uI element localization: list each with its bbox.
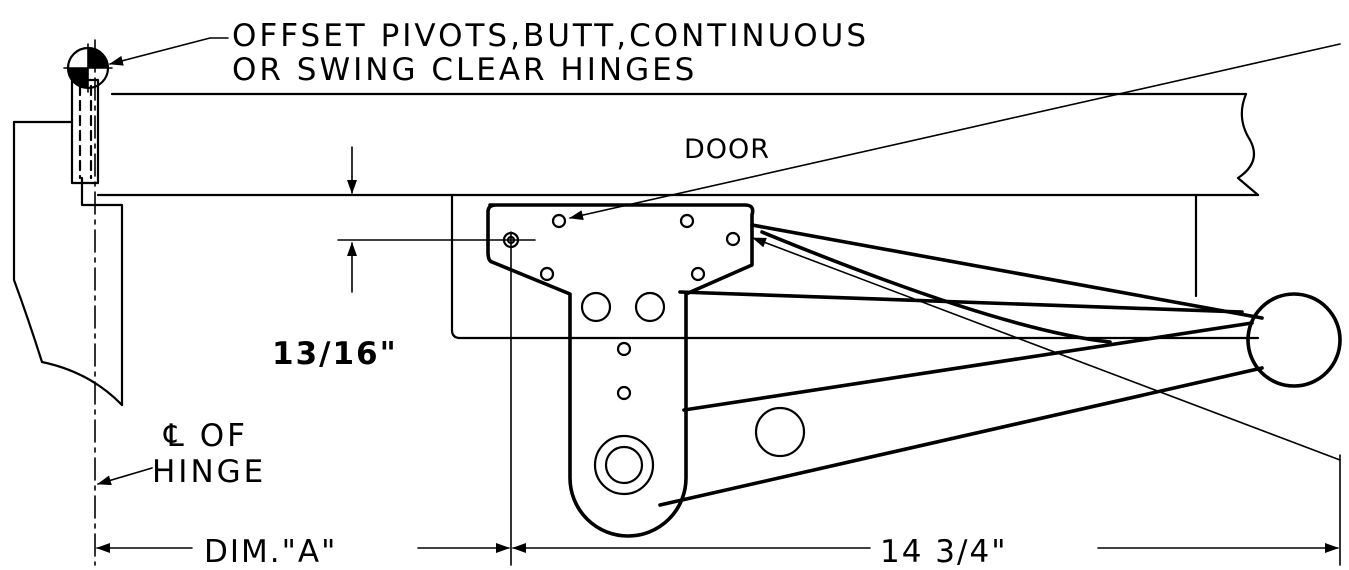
hinge-note-line2: OR SWING CLEAR HINGES <box>232 52 697 88</box>
arm-pivot-knob <box>1246 292 1342 388</box>
offset-dimension-text: 13/16" <box>272 336 398 372</box>
hinge-knuckle <box>63 43 113 185</box>
hinge-note-leader <box>109 37 229 66</box>
closer-mounting-outline <box>450 194 1260 340</box>
hinge-centerline-label-2: HINGE <box>152 454 266 490</box>
door-label: DOOR <box>684 134 770 165</box>
hinge-note-line1: OFFSET PIVOTS,BUTT,CONTINUOUS <box>232 18 869 54</box>
closer-arm <box>658 223 1264 507</box>
door-frame <box>12 120 124 407</box>
dim-a-text: DIM."A" <box>204 534 337 570</box>
screw-leader-top <box>569 43 1341 221</box>
offset-dimension-lines <box>337 146 536 293</box>
centerline-leader <box>97 467 153 486</box>
mounting-bracket <box>486 203 755 538</box>
screw-leader-bottom <box>752 237 1341 461</box>
door <box>96 92 1260 197</box>
overall-dimension-text: 14 3/4" <box>880 534 1007 570</box>
hinge-centerline-label-1: ℄ OF <box>163 418 248 454</box>
